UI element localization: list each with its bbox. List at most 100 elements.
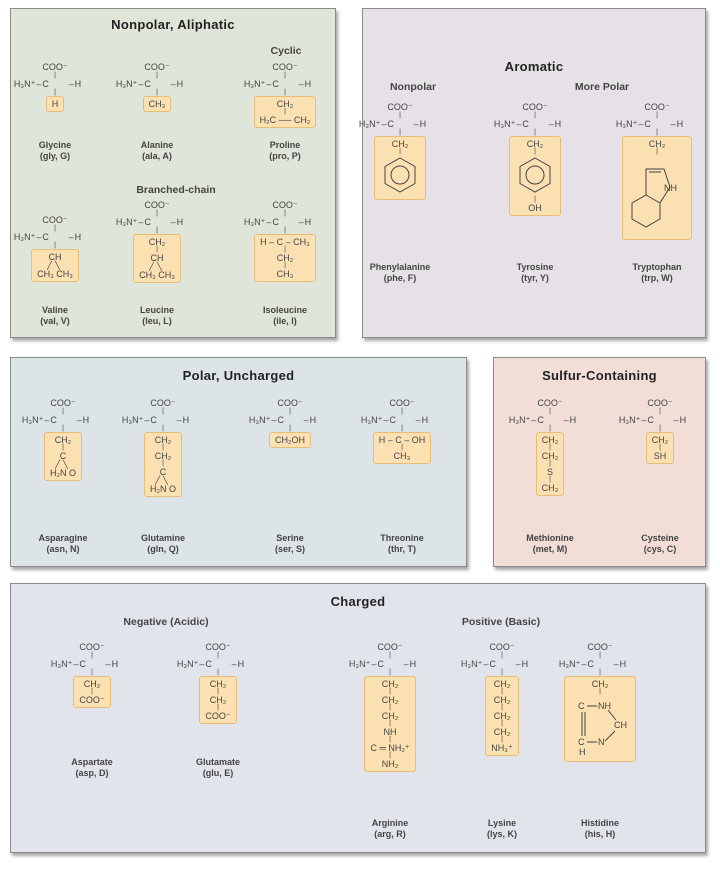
side-chain-group: COO⁻ [79,695,105,705]
side-chain-group: CH₂ [148,237,166,247]
amino-acid-label: Threonine(thr, T) [337,533,467,555]
panel-nonpolar-aliphatic: Nonpolar, Aliphatic Cyclic Branched-chai… [10,8,336,338]
backbone: COO⁻H₃N⁺CH [437,642,567,669]
panel-title: Sulfur-Containing [542,368,657,383]
amino-acid-tyrosine: COO⁻H₃N⁺CHCH₂OHTyrosine(tyr, Y) [470,102,600,283]
side-chain-group: CH₂ [381,711,399,721]
amino-group: H₃N⁺ [335,119,387,129]
amino-acid-name: Tryptophan [632,262,682,272]
amino-acid-label: Valine(val, V) [0,305,120,327]
amino-group: H₃N⁺ [0,79,42,89]
carboxyl-group: COO⁻ [42,62,68,72]
amino-group: H₃N⁺ [485,415,537,425]
panel-title: Charged [330,594,386,609]
amino-acid-label: Lysine(lys, K) [437,818,567,840]
carboxyl-group: COO⁻ [205,642,231,652]
amino-acid-name: Lysine [487,818,517,828]
carboxyl-group: COO⁻ [277,398,303,408]
alpha-carbon: C [42,79,49,89]
panel-title: Aromatic [504,59,564,74]
side-chain-group: CH₂ [541,451,559,461]
bond [220,89,350,96]
backbone: COO⁻H₃N⁺CH [535,642,665,669]
hexagon [384,157,416,193]
subtitle-negative-acidic: Negative (Acidic) [123,616,209,628]
side-chain-group: CH₂ [83,679,101,689]
bond [272,210,297,217]
panel-title: Nonpolar, Aliphatic [111,17,235,32]
amino-group: H₃N⁺ [92,79,144,89]
side-chain-group: CH₂ [493,695,511,705]
carboxyl-group: COO⁻ [377,642,403,652]
hexagon [631,194,661,228]
benzene-ring-icon [384,157,416,193]
backbone: COO⁻H₃N⁺CH [337,398,467,425]
backbone: COO⁻H₃N⁺CH [27,642,157,669]
side-chain-box: CH₂CH₂N O [44,432,82,481]
amino-acid-label: Leucine(leu, L) [92,305,222,327]
side-chain-group: CH₂ [648,139,666,149]
amino-acid-abbreviation: (asn, N) [46,544,80,554]
side-chain-box: CH₂ [374,136,426,200]
carboxyl-group: COO⁻ [79,642,105,652]
alpha-hydrogen: H [68,79,120,89]
alpha-hydrogen: H [303,415,355,425]
side-chain-group: H – C – OH [378,435,426,445]
side-chain-group: CH₂ [381,695,399,705]
bond [92,227,222,234]
atom-label: NH [664,183,677,193]
amino-group: H₃N⁺ [225,415,277,425]
bond [325,669,455,676]
side-chain-group: CH₂ [209,695,227,705]
carboxyl-group: COO⁻ [144,200,170,210]
branch-bond [150,477,176,484]
amino-acid-label: Phenylalanine(phe, F) [335,262,465,284]
amino-acid-abbreviation: (glu, E) [202,768,234,778]
bond [144,210,169,217]
backbone: COO⁻H₃N⁺CH [0,398,128,425]
side-chain-group: CH₂ [391,139,409,149]
backbone: COO⁻H₃N⁺CH [325,642,455,669]
alpha-carbon: C [537,415,544,425]
amino-acid-abbreviation: (tyr, Y) [521,273,549,283]
bond [50,408,75,415]
amino-acid-label: Glutamate(glu, E) [153,757,283,779]
side-chain-group: CH₂ [381,679,399,689]
amino-acid-abbreviation: (phe, F) [383,273,417,283]
amino-group: H₃N⁺ [595,415,647,425]
aromatic-circle [390,165,410,185]
amino-acid-abbreviation: (thr, T) [388,544,416,554]
carboxyl-group: COO⁻ [489,642,515,652]
amino-acid-name: Glutamine [140,533,185,543]
amino-acid-name: Leucine [139,305,174,315]
side-chain-box: CH₂ NH [622,136,692,240]
amino-acid-label: Glycine(gly, G) [0,140,120,162]
side-chain-box: H [45,96,65,112]
side-chain-group: CH₃ [393,451,411,461]
alpha-hydrogen: H [298,79,350,89]
carboxyl-group: COO⁻ [537,398,563,408]
side-chain-group: COO⁻ [205,711,231,721]
amino-group: H₃N⁺ [337,415,389,425]
subtitle-more-polar: More Polar [574,81,630,93]
amino-acid-abbreviation: (gly, G) [39,151,71,161]
amino-acid-name: Asparagine [38,533,88,543]
bond [79,652,104,659]
amino-acid-cysteine: COO⁻H₃N⁺CHCH₂SHCysteine(cys, C) [595,398,720,554]
amino-acid-label: Isoleucine(ile, I) [220,305,350,327]
side-chain-box: CH₂CH₂CH₂N O [144,432,182,497]
alpha-carbon: C [144,217,151,227]
amino-acid-glycine: COO⁻H₃N⁺CHHGlycine(gly, G) [0,62,120,161]
panel-title: Polar, Uncharged [182,368,295,383]
alpha-carbon: C [144,79,151,89]
bond [150,408,175,415]
carboxyl-group: COO⁻ [50,398,76,408]
amino-acid-label: Histidine(his, H) [535,818,665,840]
side-chain-box: CHCH₃ CH₃ [31,249,79,282]
bond [27,669,157,676]
carboxyl-group: COO⁻ [144,62,170,72]
side-chain-box: CH₃ [142,96,172,112]
backbone: COO⁻H₃N⁺CH [592,102,720,129]
bond [42,225,67,232]
